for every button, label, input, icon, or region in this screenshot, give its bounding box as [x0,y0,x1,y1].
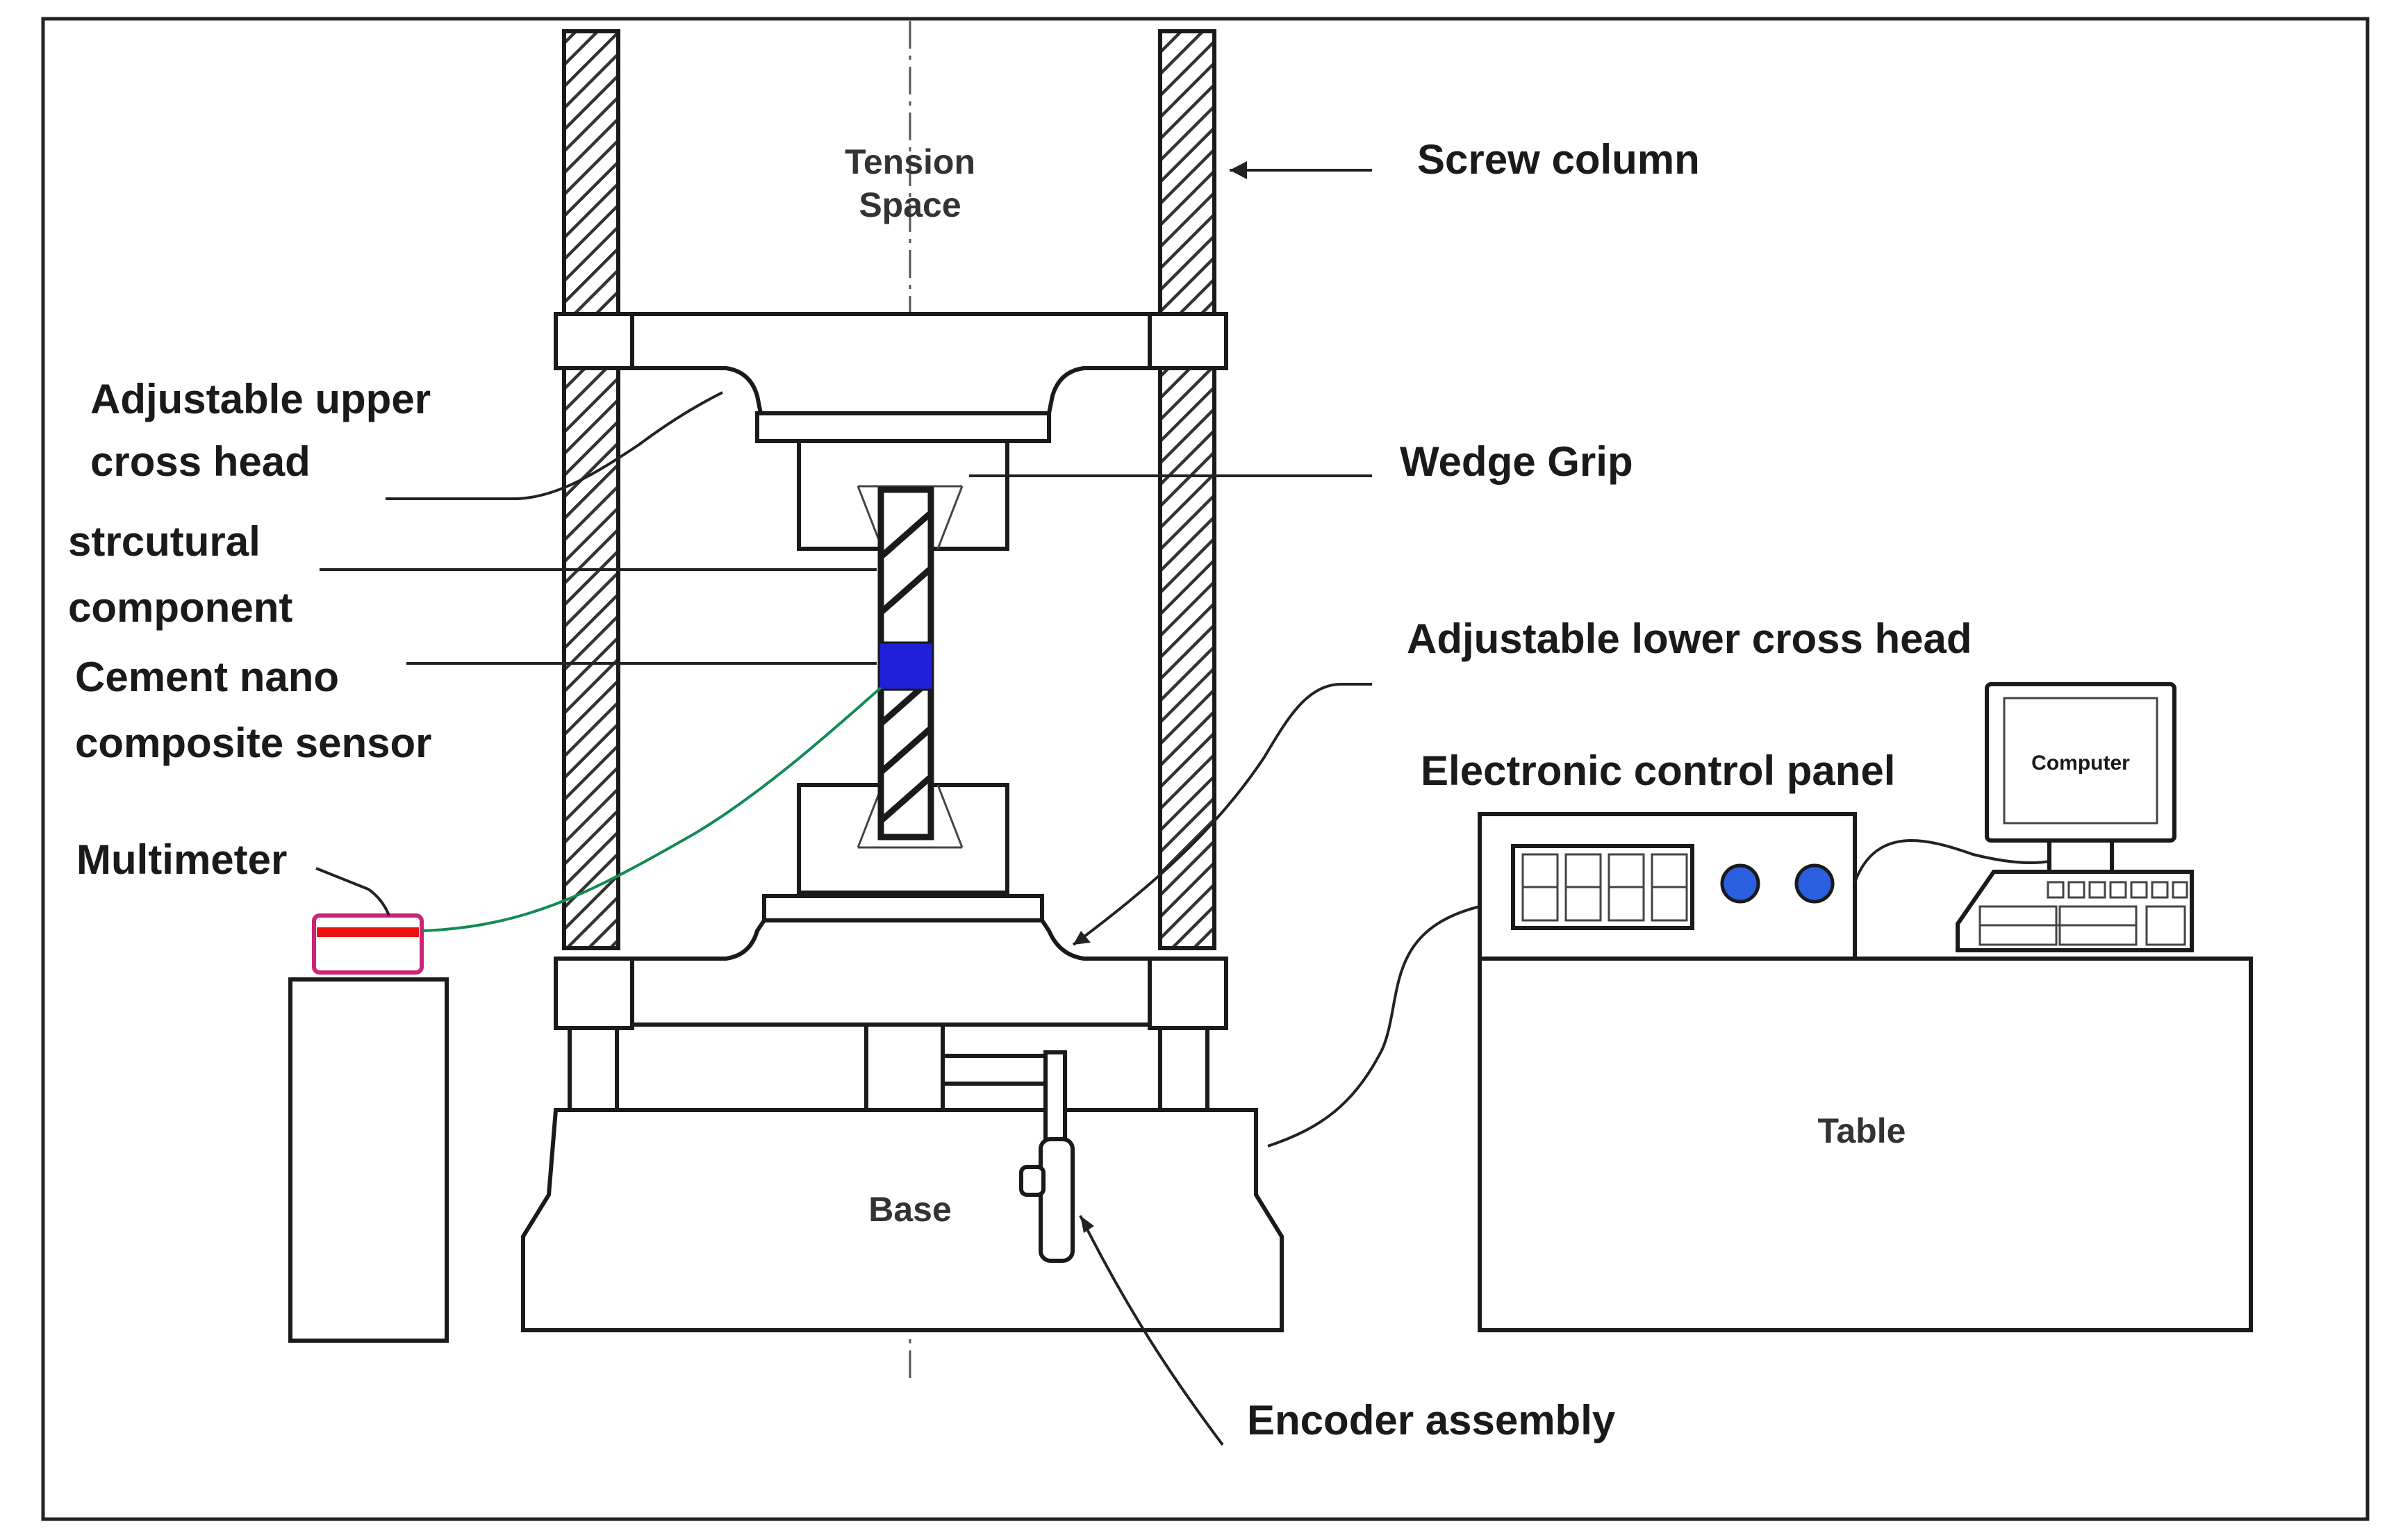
upper-cross-head [627,312,1152,415]
multimeter-stand [288,977,449,1343]
tension-space-label: Tension [845,142,975,181]
right-leg-outer [1158,1022,1209,1112]
left-upper-collar [554,312,634,370]
base-to-panel-cable [1267,905,1480,1148]
table [1478,957,2253,1332]
lower-cross-head-arrowhead [1073,931,1091,945]
table-label: Table [1818,1111,1906,1150]
figure-border [41,17,2370,1521]
cement-nano-composite-sensor [877,641,934,691]
encoder-shaft [941,1054,1056,1086]
control-knob-2 [1794,863,1835,904]
panel-to-computer-cable [1853,839,2050,883]
right-lower-collar [1148,957,1228,1030]
control-knob-1 [1720,863,1760,904]
screw-column-arrowhead [1230,161,1247,179]
sensor-wire [421,686,882,932]
lower-cross-head-plate [762,894,1044,922]
right-upper-collar [1148,312,1228,370]
multimeter-leader [315,867,390,916]
left-lower-collar [554,957,634,1030]
base [521,1108,1284,1332]
computer-neck [2047,838,2114,874]
screw-column-label: Screw column [1417,136,1700,183]
sensor-label: Cement nano [75,654,339,700]
multimeter-label: Multimeter [76,836,287,883]
lower-cross-head [627,918,1152,1027]
structural-component-label-2: component [68,584,292,631]
multimeter [312,913,424,975]
encoder-wheel [1039,1137,1075,1263]
structural-component-label: strcutural [68,518,261,565]
electronic-control-panel-label: Electronic control panel [1421,747,1895,794]
encoder-arrowhead [1080,1216,1094,1233]
upper-cross-head-leader [386,391,723,500]
left-leg-outer [568,1022,619,1112]
encoder-handle [1019,1165,1046,1197]
sensor-label-2: composite sensor [75,720,432,766]
upper-cross-head-label-2: cross head [90,438,311,485]
lower-cross-head-label: Adjustable lower cross head [1407,615,1972,662]
wedge-grip-label: Wedge Grip [1400,438,1633,485]
base-label: Base [868,1190,952,1229]
encoder-assembly-label: Encoder assembly [1247,1397,1616,1443]
lower-cross-head-leader [1072,683,1372,946]
right-screw-column [1158,29,1216,950]
center-leg [864,1022,945,1112]
upper-cross-head-label: Adjustable upper [90,376,431,422]
computer-label: Computer [2031,752,2130,775]
encoder-leader [1079,1215,1224,1446]
upper-cross-head-plate [755,411,1051,443]
keyboard [1956,870,2194,952]
tension-space-label-2: Space [859,185,961,224]
computer-screen [2003,697,2158,825]
left-screw-column [562,29,620,950]
keyboard-keys [1978,881,2188,946]
display-digits [1521,853,1688,922]
